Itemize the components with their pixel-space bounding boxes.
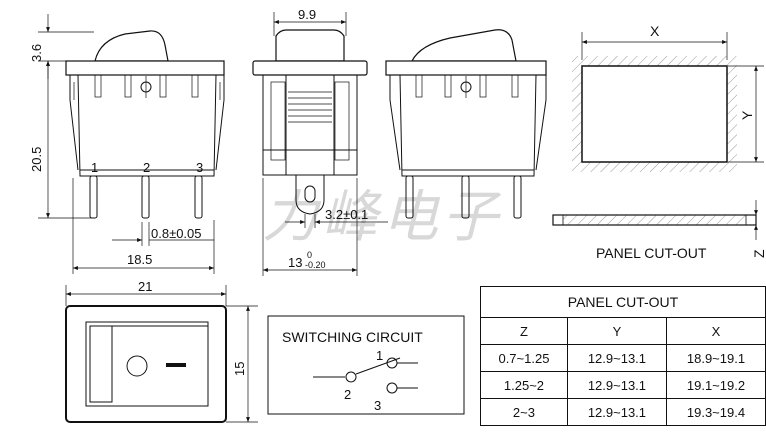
pin3-label: 3 (196, 160, 203, 175)
table-title: PANEL CUT-OUT (480, 286, 766, 317)
side-view-left: 1 2 3 3.6 20.5 0.8±0.05 18.5 (29, 14, 225, 274)
dim-top-height: 3.6 (29, 44, 44, 62)
table-row: 0.7~1.25 12.9~13.1 18.9~19.1 (480, 344, 766, 372)
table-row: 1.25~2 12.9~13.1 19.1~19.2 (480, 371, 766, 399)
header-z: Z (480, 317, 568, 345)
dim-front-height: 15 (232, 362, 247, 376)
table-cell: 12.9~13.1 (566, 344, 667, 372)
pin1-label: 1 (91, 160, 98, 175)
front-view: 21 15 (65, 279, 258, 423)
header-y: Y (566, 317, 667, 345)
table-cell: 12.9~13.1 (566, 398, 667, 426)
cutout-y-label: Y (739, 110, 755, 120)
circuit-pin2: 2 (344, 387, 351, 402)
table-cell: 18.9~19.1 (665, 344, 766, 372)
panel-cutout-table: PANEL CUT-OUT Z Y X 0.7~1.25 12.9~13.1 1… (480, 286, 766, 426)
dim-side-tol-lower: -0.20 (305, 260, 326, 270)
switching-circuit-panel: SWITCHING CIRCUIT 1 2 3 (267, 315, 465, 415)
circuit-pin1: 1 (376, 348, 383, 363)
side-view-end: 9.9 3.2±0.1 13 0 (252, 7, 388, 276)
panel-cutout-drawing: X Y Z PANEL CUT-OUT (552, 23, 766, 261)
watermark-text: 力峰电子 (262, 187, 502, 249)
dim-rocker-width: 9.9 (298, 7, 316, 22)
header-x: X (665, 317, 766, 345)
cutout-z-label: Z (751, 249, 766, 258)
side-view-right (385, 29, 547, 219)
table-cell: 19.1~19.2 (665, 371, 766, 399)
rib-lines (288, 91, 332, 123)
table-row: 2~3 12.9~13.1 19.3~19.4 (480, 398, 766, 426)
dim-body-height: 20.5 (29, 147, 44, 172)
table-cell: 2~3 (480, 398, 568, 426)
dim-pin-pitch: 3.2±0.1 (325, 207, 368, 222)
cutout-x-label: X (650, 23, 660, 39)
dim-side-base: 13 (288, 255, 302, 270)
dim-front-width: 21 (138, 279, 152, 294)
table-cell: 12.9~13.1 (566, 371, 667, 399)
table-cell: 0.7~1.25 (480, 344, 568, 372)
table-cell: 1.25~2 (480, 371, 568, 399)
switching-circuit-title: SWITCHING CIRCUIT (282, 329, 423, 345)
table-cell: 19.3~19.4 (665, 398, 766, 426)
panel-cutout-caption: PANEL CUT-OUT (596, 245, 707, 261)
dim-pin-span: 18.5 (127, 252, 152, 267)
pin2-label: 2 (143, 160, 150, 175)
circuit-pin3: 3 (374, 398, 381, 413)
dim-side-tol-upper: 0 (307, 250, 312, 260)
table-header-row: Z Y X (480, 317, 766, 345)
dim-pin-thickness: 0.8±0.05 (151, 226, 202, 241)
